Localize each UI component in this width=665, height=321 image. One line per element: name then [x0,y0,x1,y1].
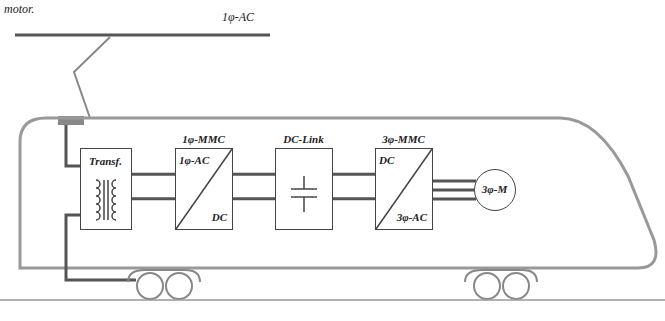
block-title: 3φ-MMC [382,133,425,145]
wire-line [433,180,476,183]
bogie [128,270,537,299]
motor-fill [474,169,516,211]
port-label: DC [379,154,394,166]
power-connector [233,174,275,199]
motor-circle: 3φ-M [474,169,516,211]
block-title: 3φ-M [482,183,507,195]
overhead-wire [15,34,270,37]
caption-fragment: motor. [4,2,34,17]
dc-link-box: DC-Link [275,148,333,230]
supply-label: 1φ-AC [222,10,254,25]
wire-line [233,173,275,176]
box-fill [375,148,433,230]
wire-line [433,189,474,192]
wire-line [433,198,476,201]
train-body [20,118,656,268]
box-fill [80,148,132,230]
wire-line [333,173,375,176]
wire-line [132,197,175,200]
port-label: 3φ-AC [397,211,427,223]
port-label: 1φ-AC [179,154,209,166]
ground-line [0,299,665,301]
feed-wire [66,125,80,166]
wire-line [233,197,275,200]
converter-slash [376,149,432,229]
transformer-box: Transf. [80,148,132,230]
transformer-symbol [96,180,116,220]
converter-box: 1φ-MMC1φ-ACDC [175,148,233,230]
power-connector [132,174,175,199]
port-label: DC [212,211,227,223]
box-fill [175,148,233,230]
power-connector [433,181,476,199]
return-wire [66,215,136,280]
block-title: Transf. [89,155,122,167]
block-title: DC-Link [283,133,323,145]
wire-line [132,173,175,176]
pantograph [74,37,110,118]
power-connector [333,174,375,199]
capacitor-symbol [291,176,317,212]
converter-box: 3φ-MMCDC3φ-AC [375,148,433,230]
converter-slash [176,149,232,229]
block-title: 1φ-MMC [182,133,225,145]
wire-line [333,197,375,200]
box-fill [275,148,333,230]
